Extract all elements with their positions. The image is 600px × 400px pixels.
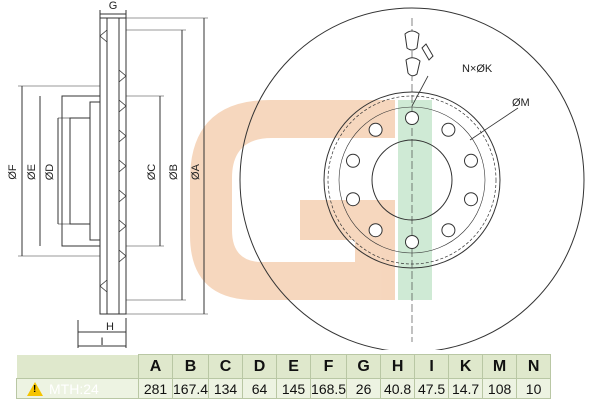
label-M: ØM	[512, 97, 530, 109]
value-cell: 64	[242, 378, 278, 399]
label-A: ØA	[190, 163, 202, 180]
bolt-hole	[368, 122, 383, 137]
value-cell: 26	[346, 378, 382, 399]
spec-table: A B C D E F G H I K M N MTH:24 281 167.4…	[16, 354, 552, 399]
label-F: ØF	[7, 164, 19, 180]
value-cell: 14.7	[448, 378, 484, 399]
side-view-labels: G ØF ØE ØD ØC ØB ØA H I	[7, 0, 202, 348]
label-H: H	[106, 321, 114, 333]
label-B: ØB	[168, 164, 180, 180]
bolt-hole	[405, 235, 419, 249]
spec-corner	[16, 354, 139, 379]
label-D: ØD	[44, 164, 56, 181]
value-cell: 281	[138, 378, 173, 399]
bolt-hole	[441, 122, 456, 137]
col-header: A	[138, 354, 173, 379]
warning-icon	[27, 381, 43, 396]
value-cell: 47.5	[414, 378, 450, 399]
col-header: C	[208, 354, 244, 379]
bolt-hole	[368, 223, 383, 238]
col-header: E	[276, 354, 312, 379]
label-E: ØE	[26, 164, 38, 180]
brake-disc-drawing: G ØF ØE ØD ØC ØB ØA H I N×ØK ØM	[7, 0, 585, 350]
front-view-labels: N×ØK ØM	[462, 63, 530, 109]
front-view-annotations	[411, 75, 519, 141]
col-header: K	[448, 354, 484, 379]
label-NK: N×ØK	[462, 63, 493, 75]
col-header: M	[482, 354, 518, 379]
mth-badge: MTH:24	[16, 378, 139, 399]
label-G: G	[109, 0, 118, 12]
value-cell: 108	[482, 378, 518, 399]
side-section-view	[18, 10, 208, 348]
bolt-hole	[346, 192, 360, 207]
watermark-logo	[190, 100, 432, 300]
value-cell: 168.5	[310, 378, 348, 399]
value-cell: 10	[516, 378, 552, 399]
bolt-hole	[405, 111, 419, 125]
spec-value-row: MTH:24 281 167.4 134 64 145 168.5 26 40.…	[16, 378, 552, 399]
col-header: N	[516, 354, 552, 379]
col-header: D	[242, 354, 278, 379]
bolt-hole	[464, 153, 478, 168]
bolt-hole	[464, 192, 478, 207]
bolt-hole	[441, 223, 456, 238]
col-header: B	[171, 354, 210, 379]
col-header: F	[310, 354, 348, 379]
bolt-hole	[346, 153, 360, 168]
front-view	[239, 7, 585, 350]
col-header: G	[346, 354, 382, 379]
col-header: H	[380, 354, 416, 379]
value-cell: 134	[208, 378, 244, 399]
label-C: ØC	[146, 164, 158, 181]
mth-label: MTH:24	[49, 380, 99, 397]
label-I: I	[100, 336, 103, 348]
bolt-holes	[346, 111, 478, 249]
spec-header-row: A B C D E F G H I K M N	[16, 354, 552, 379]
value-cell: 40.8	[380, 378, 416, 399]
value-cell: 167.4	[171, 378, 210, 399]
value-cell: 145	[276, 378, 312, 399]
col-header: I	[414, 354, 450, 379]
